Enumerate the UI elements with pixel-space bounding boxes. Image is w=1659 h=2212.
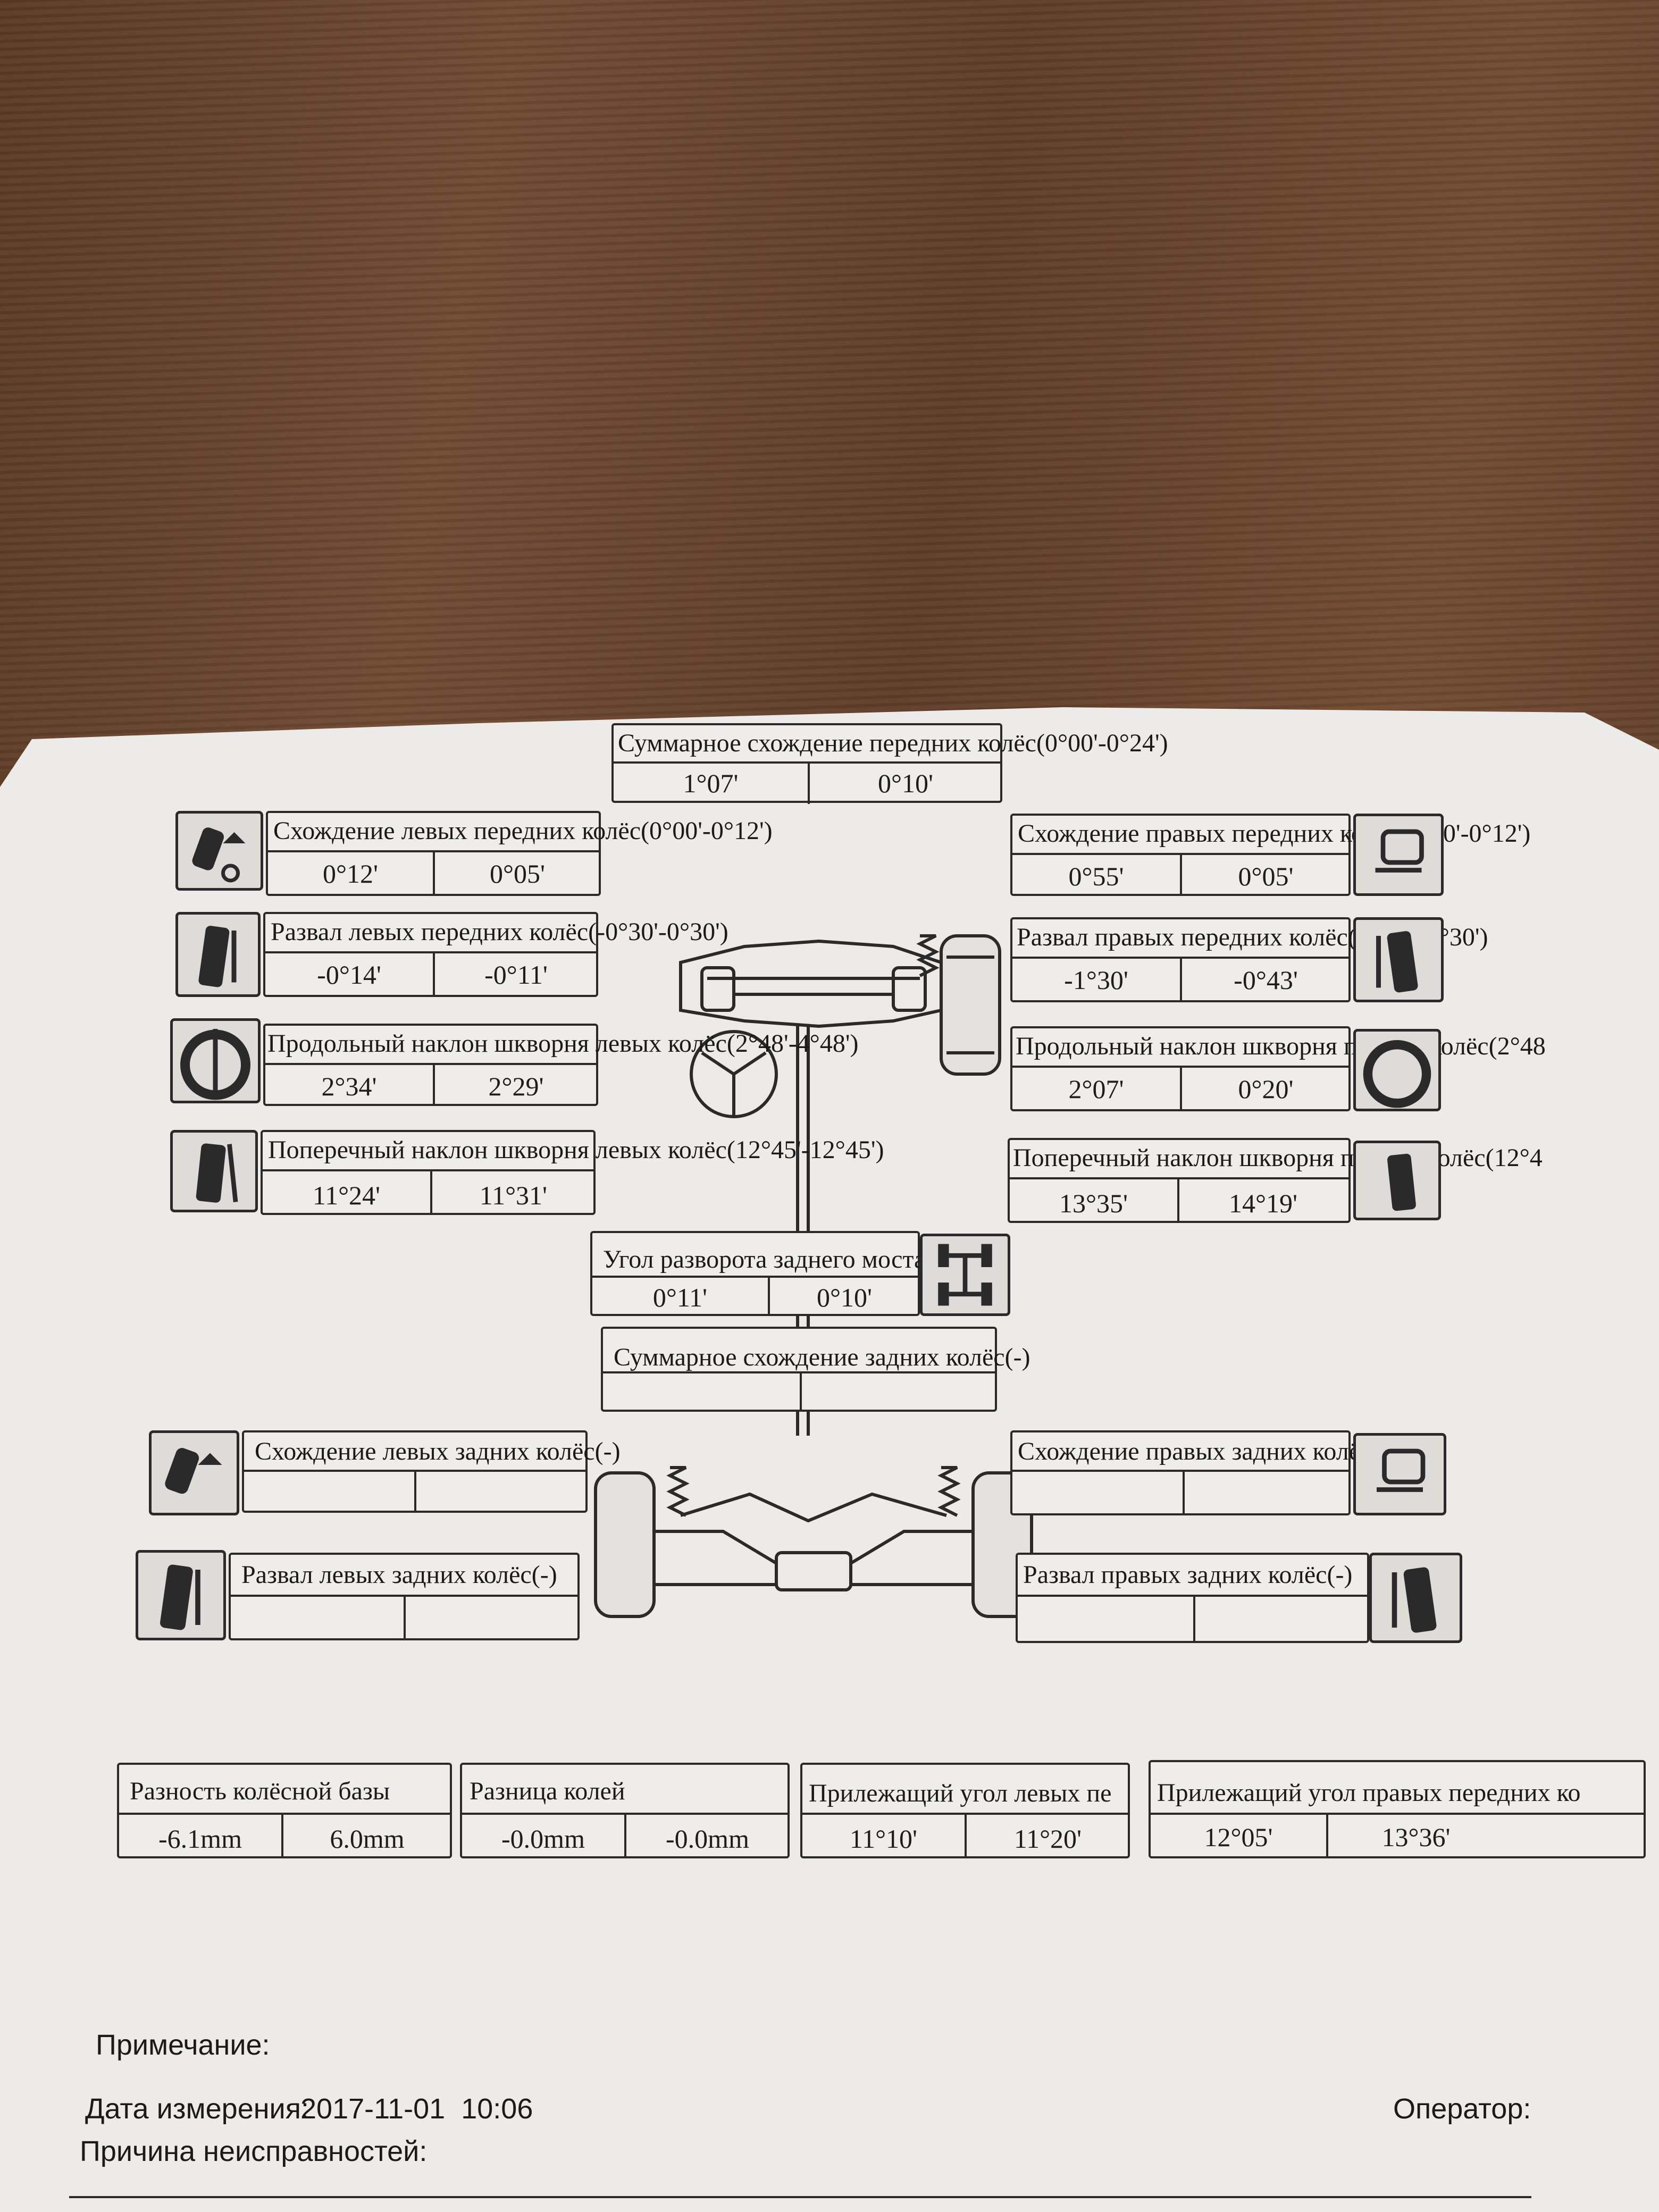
right-front-camber-value-1: -1°30': [1064, 965, 1128, 995]
right-front-toe-value-1: 0°55': [1068, 861, 1124, 891]
left-rear-camber-box: Развал левых задних колёс(-): [229, 1553, 580, 1640]
right-kpi-title: Поперечный наклон шкворня правых колёс(1…: [1013, 1144, 1543, 1172]
left-included-angle-box: Прилежащий угол левых пе 11°10' 11°20': [800, 1763, 1130, 1858]
left-front-toe-value-1: 0°12': [322, 859, 378, 889]
wheelbase-diff-value-2: 6.0mm: [330, 1824, 405, 1854]
right-front-camber-value-2: -0°43': [1234, 965, 1298, 995]
left-front-camber-box: Развал левых передних колёс(-0°30'-0°30'…: [263, 912, 728, 997]
right-caster-box: Продольный наклон шкворня правых колёс(2…: [1010, 1026, 1546, 1111]
left-caster-value-1: 2°34': [321, 1071, 377, 1101]
left-front-toe-box: Схождение левых передних колёс(0°00'-0°1…: [266, 811, 773, 896]
right-front-toe-title: Схождение правых передних колёс(0°00'-0°…: [1018, 819, 1531, 848]
right-included-angle-value-1: 12°05': [1204, 1822, 1273, 1852]
operator-label: Оператор:: [1393, 2093, 1531, 2125]
thrust-angle-value-1: 0°11': [652, 1283, 708, 1312]
left-front-camber-value-1: -0°14': [317, 960, 381, 990]
track-diff-value-2: -0.0mm: [666, 1824, 749, 1854]
toe-in-icon: [149, 1430, 239, 1515]
rear-total-toe-box: Суммарное схождение задних колёс(-): [601, 1327, 1030, 1412]
left-rear-toe-title: Схождение левых задних колёс(-): [255, 1437, 621, 1465]
left-kpi-box: Поперечный наклон шкворня левых колёс(12…: [261, 1130, 884, 1215]
front-total-toe-title: Суммарное схождение передних колёс(0°00'…: [618, 729, 1168, 757]
note-label: Примечание:: [96, 2029, 270, 2061]
camber-icon: [1369, 1553, 1462, 1643]
left-rear-toe-box: Схождение левых задних колёс(-): [242, 1430, 621, 1513]
right-caster-value-2: 0°20': [1238, 1074, 1294, 1104]
right-included-angle-box: Прилежащий угол правых передних ко 12°05…: [1149, 1760, 1646, 1858]
right-included-angle-title: Прилежащий угол правых передних ко: [1157, 1779, 1581, 1807]
left-caster-box: Продольный наклон шкворня левых колёс(2°…: [263, 1024, 859, 1106]
left-kpi-value-1: 11°24': [312, 1180, 381, 1210]
camber-icon: [136, 1550, 226, 1640]
right-rear-camber-box: Развал правых задних колёс(-): [1016, 1553, 1369, 1643]
left-rear-camber-title: Развал левых задних колёс(-): [241, 1561, 557, 1589]
rear-total-toe-title: Суммарное схождение задних колёс(-): [614, 1343, 1030, 1371]
measurement-date-label: Дата измерения:: [85, 2093, 309, 2125]
left-caster-value-2: 2°29': [488, 1071, 544, 1101]
left-kpi-title: Поперечный наклон шкворня левых колёс(12…: [268, 1136, 884, 1164]
left-caster-title: Продольный наклон шкворня левых колёс(2°…: [267, 1029, 859, 1058]
wood-table-texture: [0, 0, 1659, 771]
signature-line: [69, 2196, 1531, 2198]
toe-in-icon: [1353, 814, 1444, 896]
left-front-camber-title: Развал левых передних колёс(-0°30'-0°30'…: [271, 918, 728, 946]
right-caster-value-1: 2°07': [1068, 1074, 1124, 1104]
toe-in-icon: [175, 811, 263, 891]
wheelbase-diff-title: Разность колёсной базы: [130, 1777, 390, 1805]
right-included-angle-value-2: 13°36': [1381, 1822, 1451, 1852]
left-front-toe-value-2: 0°05': [489, 859, 545, 889]
fault-cause-label: Причина неисправностей:: [80, 2135, 428, 2167]
left-front-toe-title: Схождение левых передних колёс(0°00'-0°1…: [273, 817, 773, 845]
track-diff-title: Разница колей: [470, 1777, 625, 1805]
left-front-camber-value-2: -0°11': [484, 960, 548, 990]
front-total-toe-value-1: 1°07': [683, 768, 739, 798]
left-included-angle-title: Прилежащий угол левых пе: [809, 1779, 1112, 1807]
right-kpi-box: Поперечный наклон шкворня правых колёс(1…: [1008, 1138, 1543, 1223]
camber-icon: [175, 912, 261, 997]
right-rear-toe-box: Схождение правых задних колёс(-): [1010, 1430, 1397, 1515]
right-kpi-value-2: 14°19': [1228, 1188, 1297, 1218]
caster-icon: [170, 1018, 261, 1103]
wheelbase-diff-box: Разность колёсной базы -6.1mm 6.0mm: [117, 1763, 452, 1858]
right-front-toe-box: Схождение правых передних колёс(0°00'-0°…: [1010, 814, 1530, 896]
caster-icon: [1353, 1029, 1441, 1111]
front-total-toe-value-2: 0°10': [877, 768, 933, 798]
right-caster-title: Продольный наклон шкворня правых колёс(2…: [1016, 1032, 1546, 1060]
camber-icon: [1353, 917, 1444, 1002]
right-rear-toe-title: Схождение правых задних колёс(-): [1018, 1437, 1397, 1465]
right-front-camber-box: Развал правых передних колёс(-0°30'-0°30…: [1010, 917, 1488, 1002]
thrust-angle-value-2: 0°10': [816, 1283, 872, 1312]
toe-in-icon: [1353, 1433, 1446, 1515]
thrust-angle-title: Угол разворота заднего моста(-): [603, 1245, 951, 1273]
track-diff-box: Разница колей -0.0mm -0.0mm: [460, 1763, 790, 1858]
track-diff-value-1: -0.0mm: [501, 1824, 585, 1854]
thrust-angle-box: Угол разворота заднего моста(-) 0°11' 0°…: [590, 1231, 951, 1316]
kingpin-inclination-icon: [170, 1130, 258, 1212]
front-total-toe-box: Суммарное схождение передних колёс(0°00'…: [611, 723, 1168, 804]
kingpin-inclination-icon: [1353, 1141, 1441, 1220]
measurement-date-value: 2017-11-01 10:06: [300, 2093, 533, 2125]
right-rear-camber-title: Развал правых задних колёс(-): [1023, 1561, 1353, 1589]
right-kpi-value-1: 13°35': [1059, 1188, 1128, 1218]
thrust-axle-icon: [920, 1234, 1010, 1316]
left-included-angle-value-2: 11°20': [1013, 1824, 1082, 1854]
left-kpi-value-2: 11°31': [479, 1180, 548, 1210]
right-front-toe-value-2: 0°05': [1238, 861, 1294, 891]
wheelbase-diff-value-1: -6.1mm: [158, 1824, 242, 1854]
left-included-angle-value-1: 11°10': [849, 1824, 918, 1854]
